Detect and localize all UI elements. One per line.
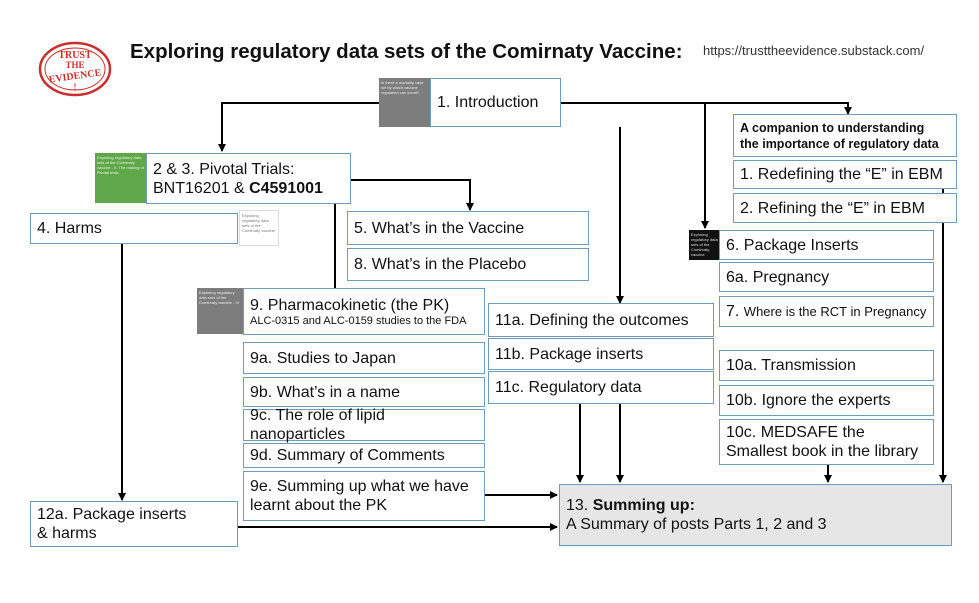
box-package-inserts-11b[interactable]: 11b. Package inserts bbox=[488, 338, 714, 370]
box-whats-in-a-name[interactable]: 9b. What’s in a name bbox=[243, 377, 485, 407]
svg-text:TRUST: TRUST bbox=[58, 50, 92, 61]
box-whats-in-placebo[interactable]: 8. What’s in the Placebo bbox=[347, 248, 589, 281]
box-ignore-experts[interactable]: 10b. Ignore the experts bbox=[719, 385, 934, 416]
harms-thumbnail: Exploring regulatory data sets of the Co… bbox=[239, 210, 279, 246]
source-url[interactable]: https://trusttheevidence.substack.com/ bbox=[703, 43, 925, 58]
box-medsafe[interactable]: 10c. MEDSAFE the Smallest book in the li… bbox=[719, 419, 934, 465]
svg-text:!: ! bbox=[74, 82, 77, 92]
trust-the-evidence-logo: TRUST THE EVIDENCE ! bbox=[37, 40, 113, 98]
arrow-pivotal-to-vaccine bbox=[351, 179, 474, 211]
box-pregnancy[interactable]: 6a. Pregnancy bbox=[719, 262, 934, 292]
box-summing-up[interactable]: 13. Summing up: A Summary of posts Parts… bbox=[559, 484, 952, 546]
package-inserts-thumbnail: Exploring regulatory data sets of the Co… bbox=[689, 230, 721, 260]
box-package-inserts-harms[interactable]: 12a. Package inserts & harms bbox=[30, 501, 238, 547]
box-lipid-nanoparticles[interactable]: 9c. The role of lipid nanoparticles bbox=[243, 407, 485, 443]
box-refining-ebm[interactable]: 2. Refining the “E” in EBM bbox=[733, 193, 957, 223]
box-transmission[interactable]: 10a. Transmission bbox=[719, 350, 934, 381]
box-rct-in-pregnancy[interactable]: 7. Where is the RCT in Pregnancy bbox=[719, 296, 934, 327]
box-studies-to-japan[interactable]: 9a. Studies to Japan bbox=[243, 342, 485, 374]
page-title: Exploring regulatory data sets of the Co… bbox=[130, 40, 683, 63]
pivotal-thumbnail: Exploring regulatory data sets of the Co… bbox=[95, 153, 147, 203]
svg-text:THE: THE bbox=[65, 60, 84, 70]
box-harms[interactable]: 4. Harms bbox=[30, 213, 238, 244]
intro-thumbnail: Is there a mortality case set by which v… bbox=[379, 78, 431, 127]
pk-thumbnail: Exploring regulatory data sets of the Co… bbox=[197, 288, 243, 334]
box-pivotal-trials[interactable]: 2 & 3. Pivotal Trials: BNT16201 & C45910… bbox=[146, 153, 351, 204]
box-defining-outcomes[interactable]: 11a. Defining the outcomes bbox=[488, 303, 714, 337]
arrow-intro-to-companion bbox=[561, 102, 852, 115]
box-package-inserts-6[interactable]: 6. Package Inserts bbox=[719, 230, 934, 260]
box-regulatory-data[interactable]: 11c. Regulatory data bbox=[488, 371, 714, 404]
box-companion-heading: A companion to understanding the importa… bbox=[733, 114, 957, 157]
box-summary-of-comments[interactable]: 9d. Summary of Comments bbox=[243, 443, 485, 468]
box-redefining-ebm[interactable]: 1. Redefining the “E” in EBM bbox=[733, 160, 957, 189]
box-pharmacokinetic[interactable]: 9. Pharmacokinetic (the PK) ALC-0315 and… bbox=[243, 288, 485, 335]
arrow-intro-to-pivotal bbox=[218, 102, 379, 152]
box-summing-up-pk[interactable]: 9e. Summing up what we have learnt about… bbox=[243, 471, 485, 521]
box-whats-in-vaccine[interactable]: 5. What’s in the Vaccine bbox=[347, 211, 589, 245]
box-introduction[interactable]: 1. Introduction bbox=[430, 78, 561, 127]
